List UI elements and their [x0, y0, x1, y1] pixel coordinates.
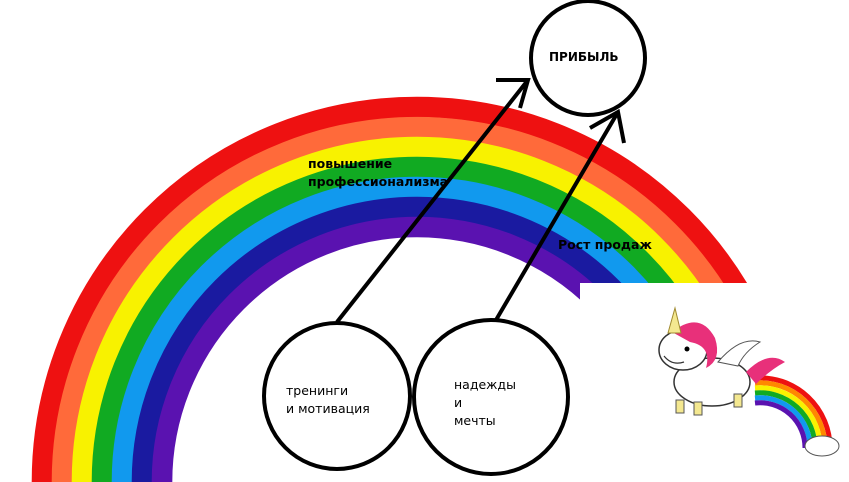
training-node	[262, 321, 412, 471]
sales-arrowhead	[589, 108, 626, 144]
unicorn-grin	[663, 355, 685, 364]
unicorn-tail	[746, 357, 785, 384]
sales-growth-label: Рост продаж	[558, 237, 652, 252]
profit-node	[529, 0, 647, 117]
dreams-label: надежды и мечты	[454, 376, 516, 430]
unicorn-eye	[684, 346, 690, 352]
unicorn-mane	[672, 322, 718, 368]
unicorn-hoof	[733, 393, 743, 408]
unicorn-hoof	[675, 399, 685, 414]
unicorn-wing	[717, 340, 762, 367]
professionalism-edge	[335, 78, 530, 324]
professionalism-label-line2: профессионализма	[308, 174, 449, 189]
training-label-line2: и мотивация	[286, 401, 370, 416]
dreams-label-line1: надежды	[454, 377, 516, 392]
professionalism-label: повышение профессионализма	[308, 155, 448, 191]
rainbow-arc	[31, 96, 803, 482]
training-label-line1: тренинги	[286, 383, 349, 398]
dreams-node	[412, 318, 570, 476]
unicorn-hoof	[693, 401, 703, 416]
unicorn-horn	[667, 306, 682, 334]
profit-label: ПРИБЫЛЬ	[549, 50, 619, 64]
professionalism-arrowhead	[496, 78, 531, 109]
dreams-label-line3: мечты	[454, 413, 496, 428]
sales-edge	[494, 110, 620, 322]
unicorn-illustration	[658, 306, 840, 457]
cloud-shape	[804, 435, 840, 457]
dreams-label-line2: и	[454, 395, 463, 410]
professionalism-label-line1: повышение	[308, 156, 393, 171]
training-label: тренинги и мотивация	[286, 382, 370, 418]
